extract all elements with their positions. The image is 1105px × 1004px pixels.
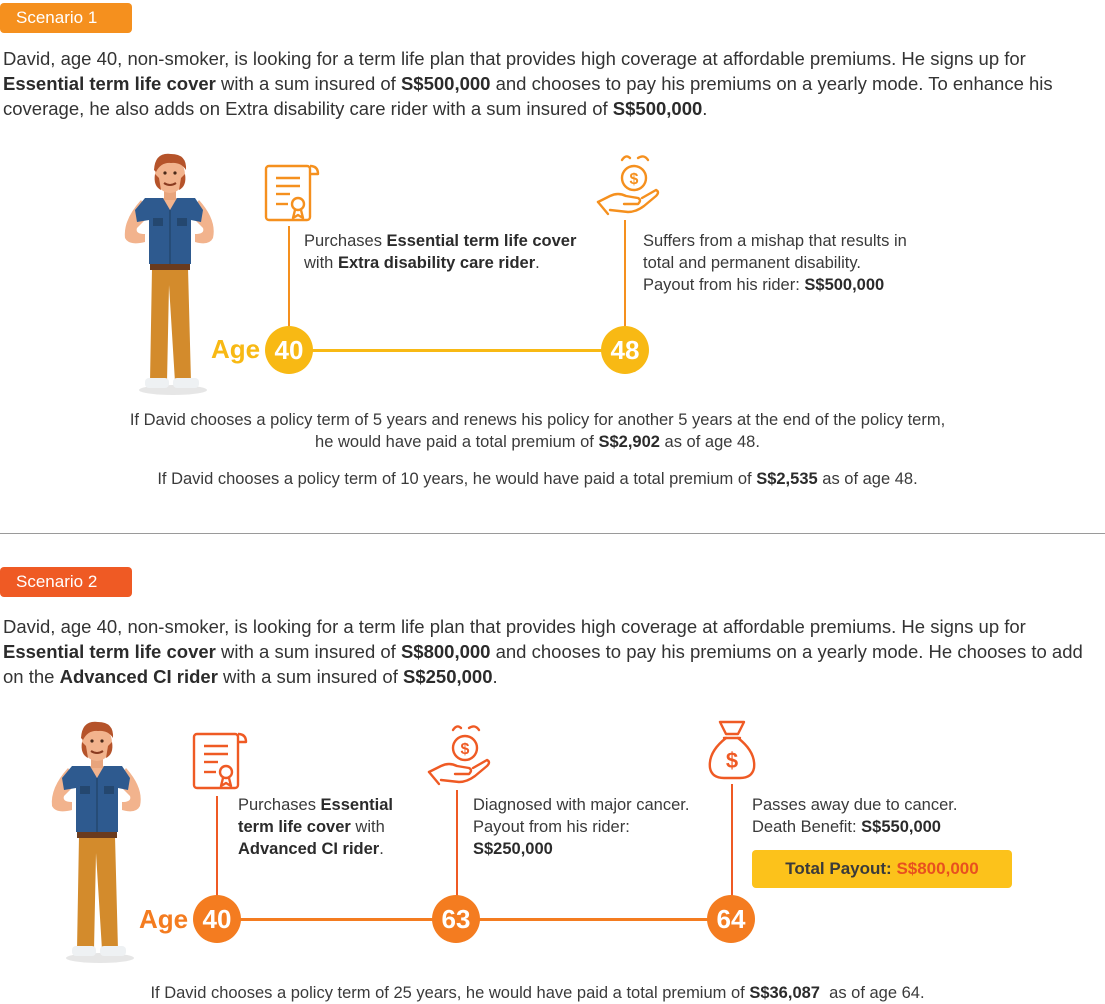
premium-note-1: If David chooses a policy term of 5 year… — [129, 411, 946, 451]
age-marker-40: 40 — [193, 895, 241, 943]
event-diagnosis: Diagnosed with major cancer. Payout from… — [473, 796, 690, 858]
certificate-icon — [192, 732, 248, 790]
timeline-connector — [456, 790, 458, 896]
scenario-2-badge: Scenario 2 — [0, 567, 132, 597]
svg-text:$: $ — [726, 748, 738, 773]
timeline-connector — [624, 220, 626, 326]
timeline-connector — [731, 784, 733, 896]
person-illustration — [124, 153, 214, 395]
money-bag-icon: $ — [708, 720, 756, 780]
age-marker-63: 63 — [432, 895, 480, 943]
scenario-2-intro: David, age 40, non-smoker, is looking fo… — [3, 616, 1083, 687]
svg-text:$: $ — [461, 741, 470, 758]
event-purchase: Purchases Essential term life cover with… — [238, 796, 394, 858]
scenario-1-badge: Scenario 1 — [0, 3, 132, 33]
age-marker-48: 48 — [601, 326, 649, 374]
timeline-connector — [288, 226, 290, 326]
person-illustration — [51, 721, 141, 963]
section-divider — [0, 533, 1105, 534]
premium-note-2: If David chooses a policy term of 10 yea… — [157, 470, 918, 488]
event-disability: Suffers from a mishap that results in to… — [643, 232, 907, 294]
total-payout-box: Total Payout: S$800,000 — [752, 850, 1012, 888]
event-purchase: Purchases Essential term life cover with… — [304, 232, 577, 272]
scenario-1-intro: David, age 40, non-smoker, is looking fo… — [3, 48, 1053, 119]
timeline-connector — [216, 796, 218, 896]
event-death: Passes away due to cancer. Death Benefit… — [752, 796, 958, 836]
age-label: Age — [139, 904, 189, 934]
age-marker-40: 40 — [265, 326, 313, 374]
age-label: Age — [211, 334, 261, 364]
certificate-icon — [264, 164, 320, 222]
age-marker-64: 64 — [707, 895, 755, 943]
premium-note-3: If David chooses a policy term of 25 yea… — [150, 984, 925, 1002]
money-hand-icon: $ — [596, 155, 660, 216]
money-hand-icon: $ — [427, 725, 491, 786]
timeline-line — [300, 349, 620, 352]
svg-text:$: $ — [630, 171, 639, 188]
